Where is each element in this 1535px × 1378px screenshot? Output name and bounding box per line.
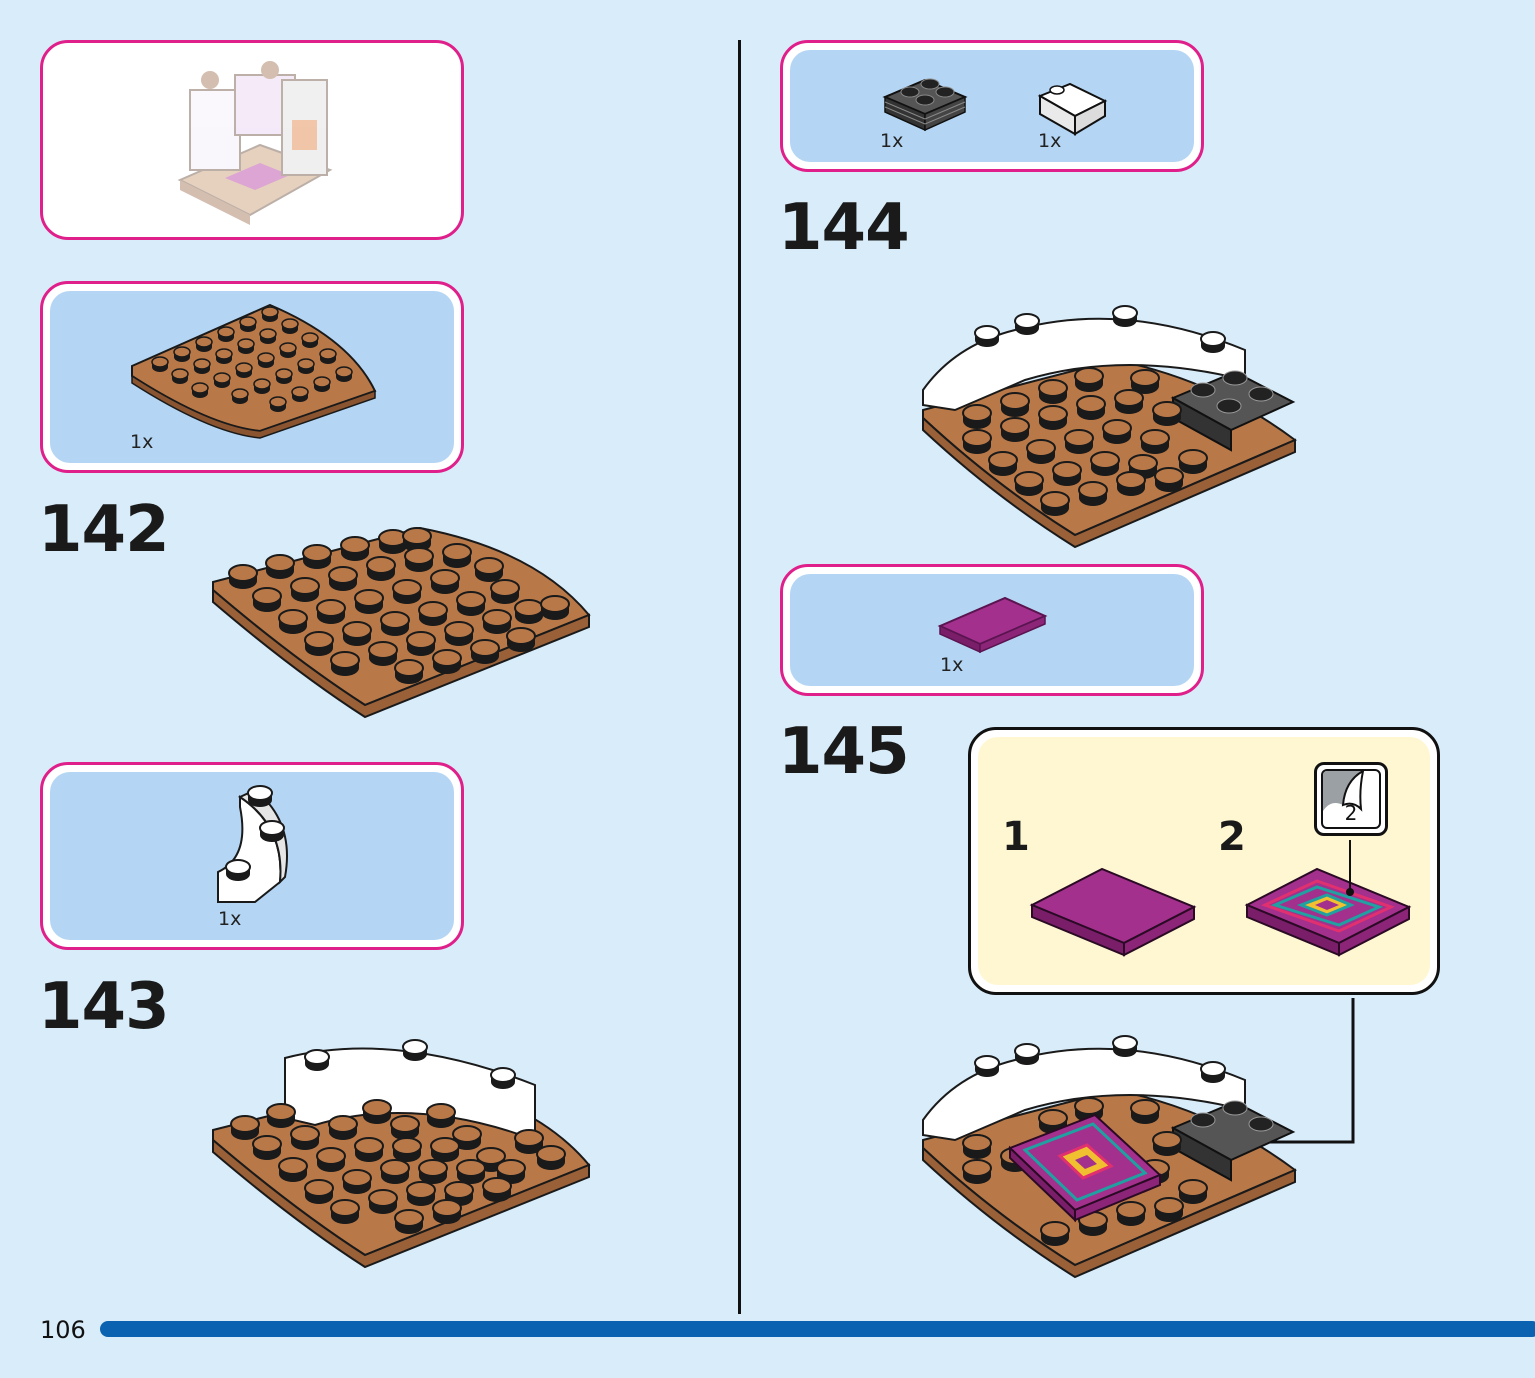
black-grille-plate-icon	[882, 78, 968, 132]
step-142-assembly-image	[212, 526, 591, 719]
step-143-parts-box: 1x	[40, 762, 464, 950]
magenta-tile-icon	[937, 596, 1048, 654]
plain-magenta-tile-image	[1029, 867, 1197, 957]
column-divider	[738, 40, 741, 1314]
sticker-number: 2	[1344, 801, 1358, 825]
sticker-reference-box: 2	[1314, 762, 1388, 836]
white-slope-brick-icon	[1037, 82, 1108, 136]
step-144-parts-box: 1x 1x	[780, 40, 1204, 172]
substep-number: 2	[1218, 814, 1246, 860]
step-number: 143	[38, 970, 170, 1044]
step-145-parts-box: 1x	[780, 564, 1204, 696]
step-142-parts-box: 1x	[40, 281, 464, 473]
sticker-pointer-line	[1346, 840, 1354, 896]
model-overview-box	[40, 40, 464, 240]
step-number: 145	[778, 715, 910, 789]
substep-number: 1	[1002, 814, 1030, 860]
step-number: 142	[38, 493, 170, 567]
step-number: 144	[778, 191, 910, 265]
page-number: 106	[40, 1316, 86, 1344]
step-145-assembly-image	[922, 998, 1355, 1279]
sticker-peel-icon	[1323, 771, 1365, 812]
part-qty: 1x	[880, 130, 904, 152]
part-qty: 1x	[940, 654, 964, 676]
part-qty: 1x	[218, 908, 242, 930]
progress-bar	[100, 1321, 1535, 1337]
step-144-assembly-image	[922, 305, 1297, 549]
brown-quarter-round-plate-icon	[131, 303, 377, 439]
step-143-assembly-image	[212, 1039, 591, 1269]
part-qty: 1x	[130, 431, 154, 453]
sticker-callout-box: 1 2 2	[968, 727, 1440, 995]
white-curved-brick-icon	[217, 785, 288, 903]
overview-model-image	[177, 61, 333, 225]
part-qty: 1x	[1038, 130, 1062, 152]
stickered-carpet-tile-image	[1244, 867, 1412, 957]
